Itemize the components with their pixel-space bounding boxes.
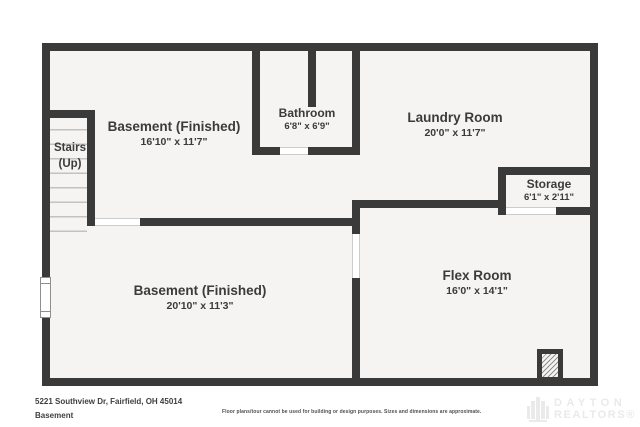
wall-bathroom-bottom-right [308, 147, 360, 155]
wall-flex-left-upper [352, 200, 360, 234]
window-sash-line [41, 283, 50, 284]
address-text: 5221 Southview Dr, Fairfield, OH 45014 [35, 397, 183, 406]
room-dimensions: 6'1" x 2'11" [524, 192, 574, 203]
room-label-storage: Storage 6'1" x 2'11" [524, 177, 574, 204]
realtor-logo-text: DAYTON REALTORS® [554, 397, 636, 421]
wall-outer-top [42, 43, 598, 51]
realtor-logo: DAYTON REALTORS® [527, 396, 636, 422]
room-label-stairs: Stairs (Up) [54, 141, 86, 172]
room-dimensions: 6'8" x 6'9" [284, 121, 330, 132]
wall-storage-bottom [556, 207, 598, 215]
room-label-basement-finished-lower: Basement (Finished) 20'10" x 11'3" [134, 283, 267, 313]
room-name: Storage [526, 177, 572, 191]
door-opening-flex-room [352, 234, 360, 278]
wall-bathroom-right [352, 51, 360, 155]
logo-line1: DAYTON [554, 396, 627, 409]
wall-bathroom-left [252, 51, 260, 155]
room-dimensions: 20'0" x 11'7" [424, 126, 486, 139]
room-name: Laundry Room [407, 110, 503, 125]
wall-stairs-right [87, 110, 95, 226]
wall-flex-left-lower [352, 278, 360, 386]
wall-bathroom-bottom-left [252, 147, 280, 155]
stairs-label-line1: Stairs [54, 142, 86, 154]
logo-line2: REALTORS® [554, 409, 636, 421]
realtor-logo-building-icon [527, 397, 549, 422]
room-label-basement-finished-upper: Basement (Finished) 16'10" x 11'7" [108, 119, 241, 149]
room-dimensions: 20'10" x 11'3" [166, 299, 234, 312]
room-name: Basement (Finished) [107, 119, 241, 134]
door-opening-storage [506, 207, 556, 215]
wall-outer-bottom [42, 378, 598, 386]
room-label-bathroom: Bathroom 6'8" x 6'9" [279, 106, 336, 133]
room-label-laundry-room: Laundry Room 20'0" x 11'7" [407, 110, 502, 140]
room-name: Basement (Finished) [133, 283, 267, 298]
floor-level-label: Basement [35, 411, 74, 420]
window-sash-line [41, 311, 50, 312]
wall-storage-left [498, 167, 506, 215]
wall-stairs-top [50, 110, 95, 118]
room-name: Flex Room [442, 268, 512, 283]
wall-bathroom-stub [308, 51, 316, 107]
wall-laundry-bottom [352, 200, 506, 208]
room-dimensions: 16'10" x 11'7" [140, 135, 208, 148]
door-opening-bathroom [280, 147, 308, 155]
stairs-label-line2: (Up) [58, 157, 82, 170]
stairs-treads [50, 116, 87, 232]
door-opening-stairs-passage [95, 218, 140, 226]
chimney-hatch [537, 349, 563, 382]
wall-outer-left [42, 43, 50, 386]
room-name: Bathroom [278, 106, 336, 120]
disclaimer-text: Floor plans/tour cannot be used for buil… [222, 409, 482, 415]
room-dimensions: 16'0" x 14'1" [446, 284, 508, 297]
window-left-wall [40, 277, 51, 318]
wall-storage-top [498, 167, 598, 175]
wall-divider-lower-basement [140, 218, 360, 226]
room-label-flex-room: Flex Room 16'0" x 14'1" [442, 268, 511, 298]
